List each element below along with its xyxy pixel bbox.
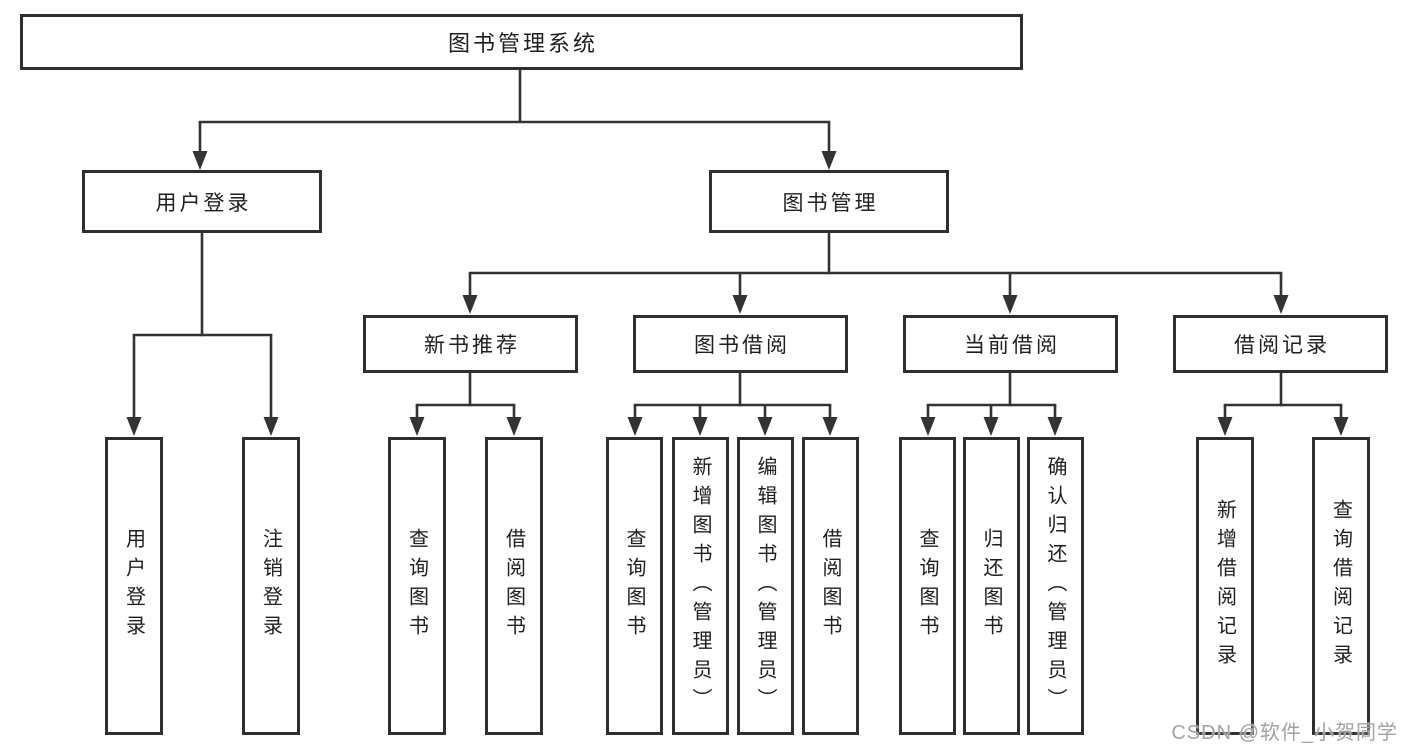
node-user-login-leaf: 用户登录 <box>105 437 163 735</box>
node-borrow-book-recommend: 借阅图书 <box>485 437 543 735</box>
node-label: 查询借阅记录 <box>1329 499 1352 673</box>
node-label: 图书借阅 <box>694 334 790 357</box>
node-label: 归还图书 <box>980 528 1002 644</box>
node-label: 用户登录 <box>155 191 252 215</box>
node-book-borrow: 图书借阅 <box>633 315 848 373</box>
node-label: 借阅图书 <box>819 528 841 644</box>
node-label: 用户登录 <box>122 528 145 644</box>
node-book-management: 图书管理 <box>709 170 949 233</box>
node-label: 图书管理 <box>782 191 879 215</box>
node-library-management-system: 图书管理系统 <box>20 14 1023 70</box>
node-label: 注销登录 <box>259 528 282 644</box>
node-current-borrow: 当前借阅 <box>903 315 1118 373</box>
node-confirm-return-admin: 确认归还（管理员） <box>1027 437 1084 735</box>
node-query-borrow-record: 查询借阅记录 <box>1312 437 1370 735</box>
node-return-book: 归还图书 <box>963 437 1020 735</box>
node-borrow-book-leaf: 借阅图书 <box>802 437 859 735</box>
node-label: 借阅图书 <box>502 528 525 644</box>
node-logout-leaf: 注销登录 <box>242 437 300 735</box>
node-label: 查询图书 <box>623 528 645 644</box>
node-label: 查询图书 <box>916 528 938 644</box>
node-label: 新增图书（管理员） <box>689 455 711 717</box>
node-label: 查询图书 <box>405 528 428 644</box>
node-query-book-recommend: 查询图书 <box>388 437 446 735</box>
node-label: 编辑图书（管理员） <box>754 455 776 717</box>
node-user-login: 用户登录 <box>82 170 322 233</box>
node-query-book-current: 查询图书 <box>899 437 956 735</box>
node-borrow-records: 借阅记录 <box>1173 315 1388 373</box>
node-label: 借阅记录 <box>1234 334 1330 357</box>
node-label: 新增借阅记录 <box>1213 499 1236 673</box>
node-label: 当前借阅 <box>964 334 1060 357</box>
node-edit-book-admin: 编辑图书（管理员） <box>737 437 794 735</box>
node-add-book-admin: 新增图书（管理员） <box>672 437 729 735</box>
node-add-borrow-record: 新增借阅记录 <box>1196 437 1254 735</box>
node-label: 图书管理系统 <box>447 31 598 56</box>
node-label: 新书推荐 <box>424 334 520 357</box>
node-query-book-borrow: 查询图书 <box>606 437 663 735</box>
csdn-watermark: CSDN @软件_小贺同学 <box>1171 722 1398 744</box>
node-new-book-recommend: 新书推荐 <box>363 315 578 373</box>
node-label: 确认归还（管理员） <box>1044 455 1066 717</box>
